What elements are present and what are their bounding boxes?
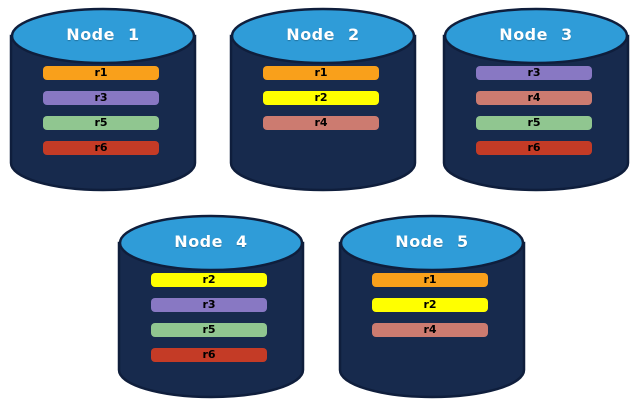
node-title: Node 2: [286, 25, 360, 44]
replica-bar-r1: r1: [43, 66, 159, 80]
replica-bar-r3: r3: [151, 298, 267, 312]
replica-bar-r5: r5: [43, 116, 159, 130]
replica-bar-r2: r2: [372, 298, 488, 312]
node-5: Node 5 r1 r2 r4: [338, 213, 526, 399]
replica-list: r1 r3 r5 r6: [43, 66, 159, 166]
replica-list: r1 r2 r4: [263, 66, 379, 141]
replica-bar-r5: r5: [476, 116, 592, 130]
replica-bar-r4: r4: [372, 323, 488, 337]
replica-bar-r5: r5: [151, 323, 267, 337]
replica-bar-r3: r3: [476, 66, 592, 80]
replica-bar-r4: r4: [476, 91, 592, 105]
node-2: Node 2 r1 r2 r4: [229, 6, 417, 192]
replica-bar-r6: r6: [43, 141, 159, 155]
node-title: Node 5: [395, 232, 469, 251]
replica-list: r2 r3 r5 r6: [151, 273, 267, 373]
replica-bar-r6: r6: [476, 141, 592, 155]
replica-list: r1 r2 r4: [372, 273, 488, 348]
replica-bar-r2: r2: [151, 273, 267, 287]
replica-bar-r2: r2: [263, 91, 379, 105]
node-4: Node 4 r2 r3 r5 r6: [117, 213, 305, 399]
replica-bar-r6: r6: [151, 348, 267, 362]
node-title: Node 4: [174, 232, 248, 251]
replica-bar-r1: r1: [263, 66, 379, 80]
node-title: Node 1: [66, 25, 140, 44]
node-3: Node 3 r3 r4 r5 r6: [442, 6, 630, 192]
replica-list: r3 r4 r5 r6: [476, 66, 592, 166]
replica-bar-r3: r3: [43, 91, 159, 105]
replica-bar-r4: r4: [263, 116, 379, 130]
node-1: Node 1 r1 r3 r5 r6: [9, 6, 197, 192]
node-title: Node 3: [499, 25, 573, 44]
replica-bar-r1: r1: [372, 273, 488, 287]
